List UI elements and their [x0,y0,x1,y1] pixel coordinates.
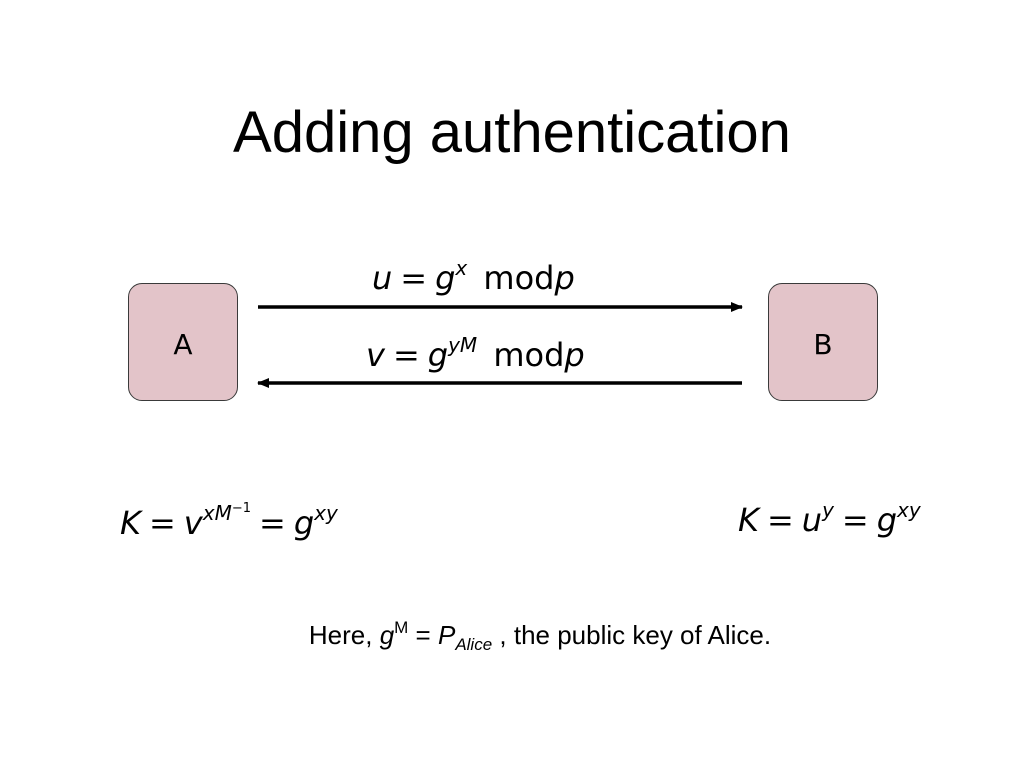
key-b-exp1: y [822,498,834,522]
formula-key-b: K=uy=gxy [738,500,921,540]
formula-u-exp: x [455,256,468,280]
key-b-exp2: xy [897,498,921,522]
note-eq: = [408,620,438,650]
note-g: g [379,620,395,650]
key-a-exp1-sup: −1 [231,501,251,516]
key-b-eq1: = [766,501,794,539]
formula-v-modulus: p [564,336,585,374]
party-b-label: B [813,328,833,361]
key-a-lhs: K [120,504,141,542]
party-a-label: A [173,328,193,361]
formula-v-exp: yM [448,333,478,357]
key-a-base1: v [183,504,203,542]
key-b-eq2: = [841,501,869,539]
formula-u-mod: mod [483,259,555,297]
formula-v-mod: mod [493,336,565,374]
slide-title: Adding authentication [233,100,791,165]
key-a-base2: g [293,504,315,542]
formula-u-modulus: p [554,259,575,297]
party-b-box: B [768,283,878,401]
formula-v-eq: = [392,336,420,374]
key-a-eq1: = [148,504,176,542]
note-p-sub: Alice [455,635,493,654]
formula-v-base: g [427,336,449,374]
note-prefix: Here, [308,620,380,650]
formula-key-a: K=vxM−1=gxy [120,501,338,543]
key-b-base2: g [876,501,898,539]
key-a-eq2: = [259,504,286,542]
key-a-exp2: xy [314,501,338,525]
formula-u-eq: = [400,259,428,297]
formula-v: v=gyM modp [366,335,585,375]
note-suffix: , the public key of Alice. [492,620,772,650]
formula-u: u=gx modp [372,258,575,298]
note-p: P [437,620,456,650]
formula-u-base: g [435,259,456,297]
key-b-lhs: K [738,501,759,539]
formula-v-lhs: v [366,336,385,374]
party-a-box: A [128,283,238,401]
key-a-exp1: xM [202,501,232,525]
formula-u-lhs: u [372,259,393,297]
key-b-base1: u [801,501,823,539]
public-key-note: Here, gM = PAlice , the public key of Al… [0,618,1024,654]
note-g-sup: M [394,618,409,637]
